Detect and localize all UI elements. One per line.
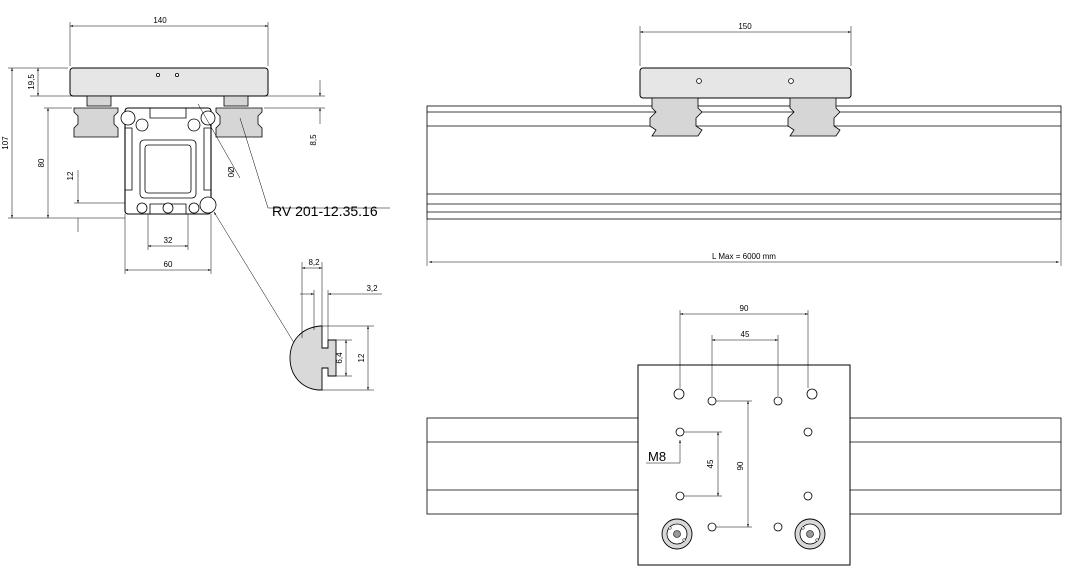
right-roller-wheel	[215, 107, 263, 138]
dim-8-5: 8,5	[309, 134, 318, 146]
dim-150: 150	[738, 22, 752, 31]
side-view: 150 L Max = 6000 mm	[426, 22, 1062, 266]
left-eccentric-bushing	[661, 518, 693, 550]
rail-cross-section	[289, 325, 337, 391]
dim-60: 60	[164, 260, 173, 269]
roller-part-label: RV 201-12.35.16	[272, 203, 378, 219]
dim-90-vertical: 90	[736, 461, 745, 470]
dim-3-2: 3,2	[366, 284, 378, 293]
dim-107: 107	[1, 136, 10, 150]
dim-8-2: 8,2	[308, 258, 320, 267]
dim-19-5: 19,5	[27, 74, 36, 90]
dim-diameter: 0Ø	[227, 167, 236, 178]
top-view: 90 45 45 90 M8	[426, 304, 1062, 566]
thread-size-label: M8	[648, 449, 666, 464]
rail-detail-view: 8,2 3,2 6,4 12	[289, 258, 382, 391]
length-max-label: L Max = 6000 mm	[712, 252, 776, 261]
cross-section-view: 140 19,5 107 80 12 32 60	[1, 16, 390, 347]
dim-140: 140	[153, 16, 167, 25]
right-rail-rod	[200, 110, 216, 126]
dim-45-top: 45	[741, 330, 750, 339]
bottom-rail-rod	[199, 196, 217, 214]
dim-90-top: 90	[740, 304, 749, 313]
dim-12-left: 12	[66, 171, 75, 180]
side-right-wheel	[787, 97, 841, 137]
dim-45-vertical: 45	[706, 459, 715, 468]
right-eccentric-bushing	[794, 518, 826, 550]
dim-6-4: 6,4	[335, 352, 344, 364]
side-profile-rail	[426, 105, 1062, 220]
aluminium-profile	[124, 107, 212, 215]
side-carriage-plate	[639, 67, 852, 99]
dim-32: 32	[164, 236, 173, 245]
left-roller-wheel	[73, 107, 119, 138]
dim-80: 80	[37, 158, 46, 167]
side-left-wheel	[649, 97, 703, 137]
carriage-plate	[69, 67, 269, 97]
dim-12-detail: 12	[357, 353, 366, 362]
left-rail-rod	[120, 110, 136, 126]
